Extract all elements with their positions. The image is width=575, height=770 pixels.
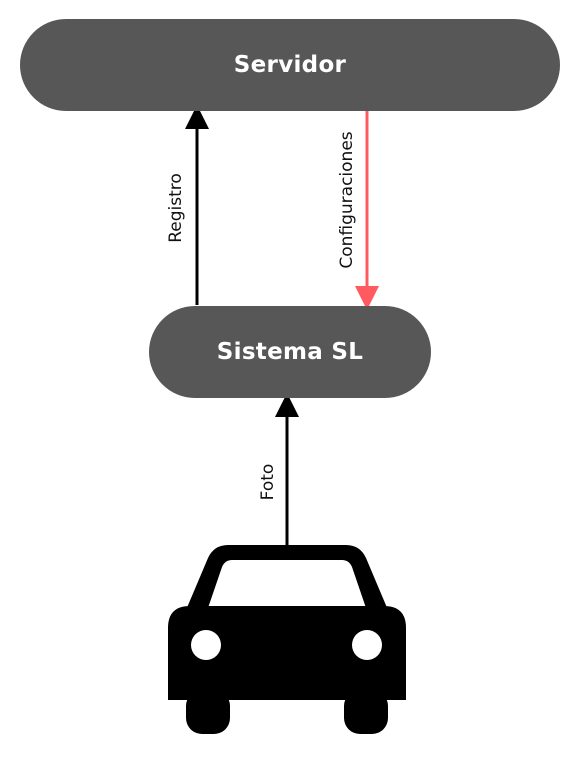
foto-label: Foto <box>258 464 278 501</box>
sistema-sl-node: Sistema SL <box>149 306 431 398</box>
registro-label: Registro <box>166 173 186 243</box>
server-node: Servidor <box>20 19 560 111</box>
car-front-icon <box>168 545 406 734</box>
sistema-sl-label: Sistema SL <box>216 339 364 365</box>
configuraciones-label: Configuraciones <box>337 131 357 268</box>
server-label: Servidor <box>233 52 347 78</box>
